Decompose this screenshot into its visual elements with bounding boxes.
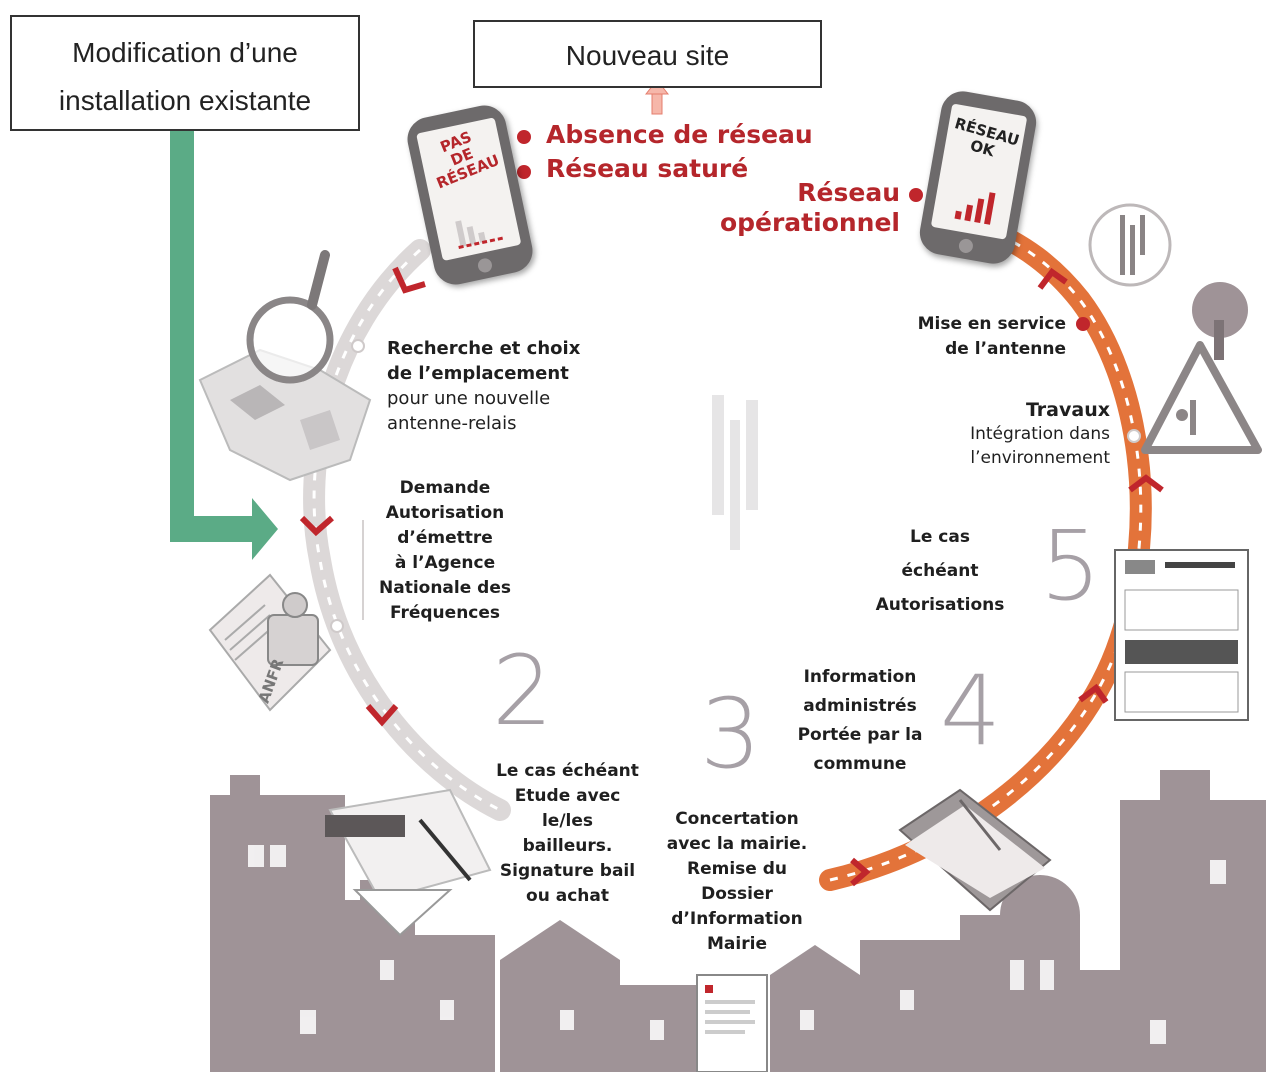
step-number-2: 2 <box>492 635 554 747</box>
status-operationnel: Réseau opérationnel <box>700 178 900 238</box>
status-operationnel-line2: opérationnel <box>719 208 900 237</box>
step3-line3: Remise du <box>687 859 787 879</box>
new-site-label: Nouveau site <box>565 40 730 71</box>
status-operationnel-line1: Réseau <box>797 178 900 207</box>
antenna-icon <box>1088 203 1172 287</box>
step2-line2: Etude avec <box>514 786 621 806</box>
step1-title-line2: de l’emplacement <box>387 363 569 384</box>
travaux-sub-line2: l’environnement <box>970 448 1110 468</box>
travaux-title: Travaux <box>1025 399 1110 421</box>
dossier-book-icon <box>898 788 1052 912</box>
demande-line3: d’émettre <box>397 528 493 548</box>
step4-line4: commune <box>813 754 907 774</box>
step4-line3: Portée par la <box>797 725 923 745</box>
step4-text: Information administrés Portée par la co… <box>790 663 930 779</box>
status-absence: Absence de réseau <box>546 120 813 149</box>
demande-divider <box>362 520 364 620</box>
step2-text: Le cas échéant Etude avec le/les bailleu… <box>495 759 640 909</box>
step3-line2: avec la mairie. <box>666 834 808 854</box>
modification-label-line1: Modification d’une <box>72 37 298 68</box>
modification-box: Modification d’une installation existant… <box>10 15 360 131</box>
works-warning-icon <box>1141 282 1262 454</box>
path-nodes <box>330 339 1141 633</box>
step1-text: Recherche et choix de l’emplacement pour… <box>387 336 580 436</box>
mairie-document-icon <box>696 974 768 1072</box>
demande-line6: Fréquences <box>389 603 501 623</box>
step5-line1: Le cas échéant <box>901 527 979 581</box>
stamp-document-icon <box>208 573 332 712</box>
signal-weak-icon <box>455 220 504 249</box>
step-number-5: 5 <box>1040 510 1102 622</box>
demande-line1: Demande <box>399 478 491 498</box>
step2-line1: Le cas échéant <box>496 761 639 781</box>
phone-no-network-icon: PAS DE RÉSEAU <box>403 101 537 289</box>
step4-line2: administrés <box>803 696 917 716</box>
new-site-box: Nouveau site <box>473 20 822 88</box>
demande-text: Demande Autorisation d’émettre à l’Agenc… <box>370 476 520 626</box>
green-arrow <box>170 110 278 560</box>
step3-line4: Dossier <box>701 884 773 904</box>
chevron-markers <box>299 266 1164 887</box>
modification-label-line2: installation existante <box>58 85 312 116</box>
step3-line5: d’Information <box>671 909 803 929</box>
mise-en-service-text: Mise en service de l’antenne <box>900 312 1066 362</box>
mise-en-service-line2: de l’antenne <box>945 339 1066 359</box>
contract-signing-icon <box>325 788 492 937</box>
step1-title-line1: Recherche et choix <box>387 338 581 359</box>
signal-strong-icon <box>954 192 996 225</box>
mise-en-service-line1: Mise en service <box>917 314 1066 334</box>
step1-sub-line2: antenne-relais <box>387 413 517 434</box>
authorization-form-icon <box>1114 549 1249 721</box>
step1-sub-line1: pour une nouvelle <box>387 388 551 409</box>
step3-text: Concertation avec la mairie. Remise du D… <box>662 807 812 957</box>
demande-line2: Autorisation <box>385 503 505 523</box>
step5-text: Le cas échéant Autorisations <box>870 520 1010 622</box>
step2-line3: le/les <box>541 811 594 831</box>
step3-line1: Concertation <box>675 809 799 829</box>
step-number-4: 4 <box>940 655 1002 767</box>
travaux-sub-line1: Intégration dans <box>970 424 1110 444</box>
step2-line4: bailleurs. <box>522 836 613 856</box>
map-magnifier-icon <box>198 250 372 482</box>
demande-line5: Nationale des <box>379 578 511 598</box>
step2-line5: Signature bail <box>499 861 636 881</box>
city-silhouette <box>210 770 1266 1072</box>
status-sature: Réseau saturé <box>546 154 749 183</box>
city-windows <box>248 845 1226 1044</box>
step2-line6: ou achat <box>526 886 609 906</box>
center-logo-watermark <box>712 395 758 550</box>
step-number-3: 3 <box>700 678 762 790</box>
status-dots <box>517 130 1090 331</box>
demande-line4: à l’Agence <box>394 553 496 573</box>
step4-line1: Information <box>803 667 917 687</box>
step3-line6: Mairie <box>707 934 767 954</box>
step5-line2: Autorisations <box>875 595 1005 615</box>
phone-network-ok-icon: RÉSEAU OK <box>916 87 1040 268</box>
travaux-text: Travaux Intégration dans l’environnement <box>950 398 1110 470</box>
